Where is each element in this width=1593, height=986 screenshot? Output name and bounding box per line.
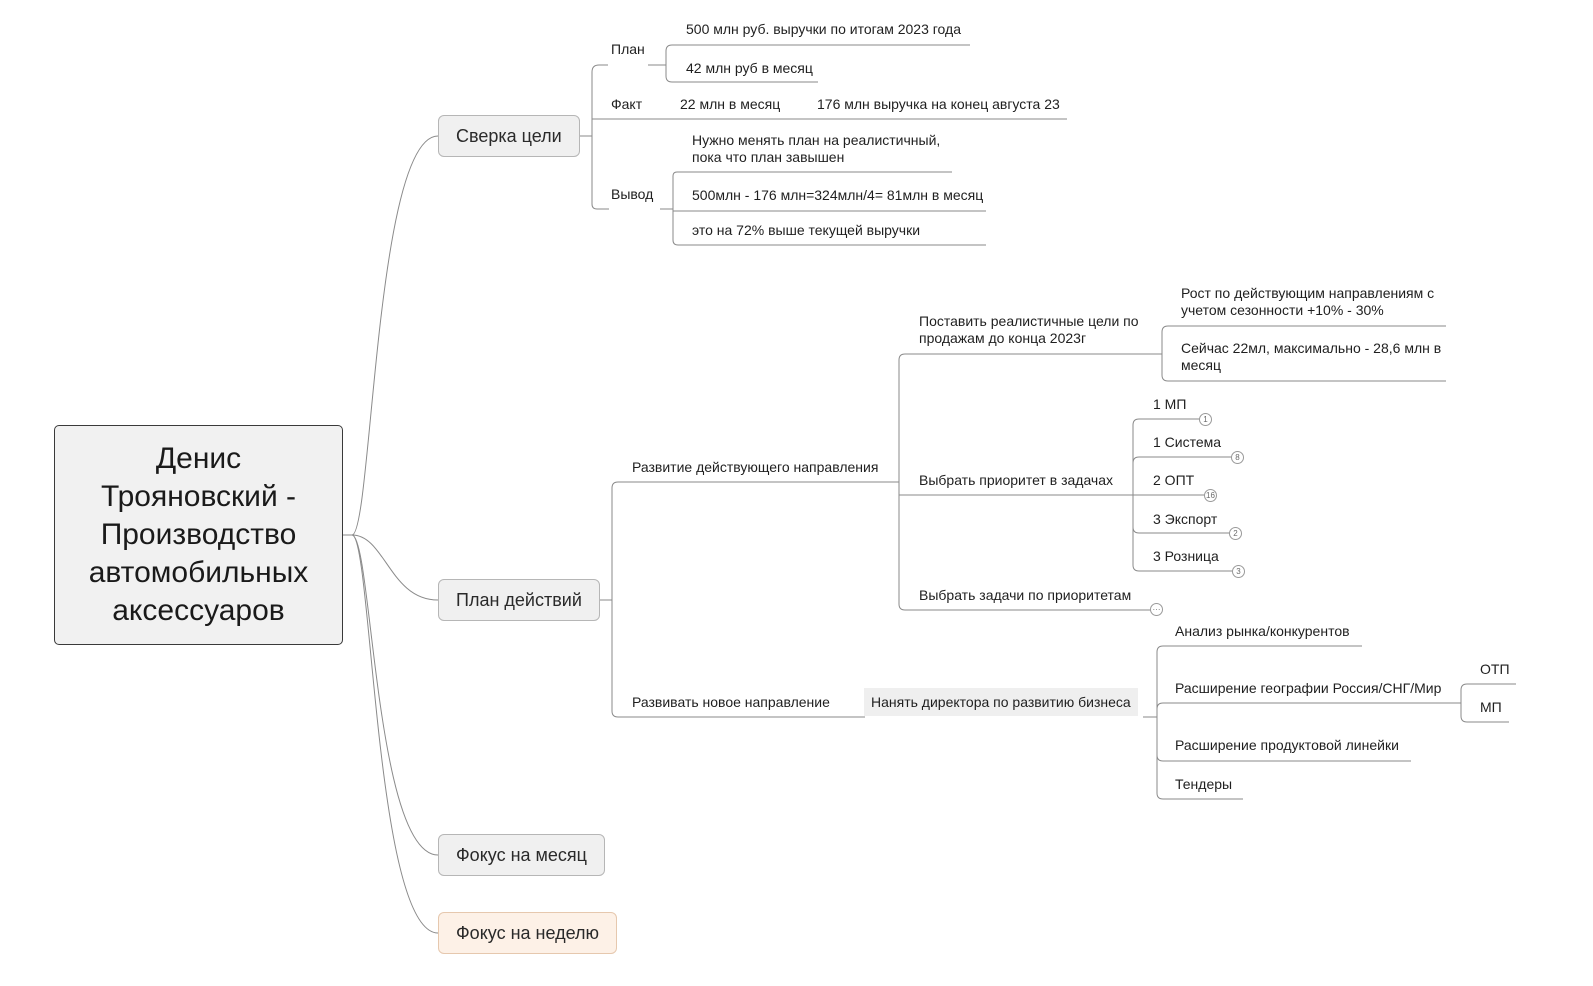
new-item-product-line[interactable]: Расширение продуктовой линейки bbox=[1175, 737, 1399, 753]
goal-item-now[interactable]: Сейчас 22мл, максимально - 28,6 млн в ме… bbox=[1181, 340, 1442, 373]
subtopic-plan[interactable]: План bbox=[611, 41, 645, 57]
geo-item-mp[interactable]: МП bbox=[1480, 699, 1502, 715]
plan-item-monthly[interactable]: 42 млн руб в месяц bbox=[686, 60, 813, 76]
priority-item-export[interactable]: 3 Экспорт bbox=[1153, 511, 1218, 527]
topic-goal-check[interactable]: Сверка цели bbox=[438, 115, 580, 157]
collapsed-branch-icon[interactable]: ··· bbox=[1150, 603, 1163, 616]
subtopic-current-direction[interactable]: Развитие действующего направления bbox=[632, 459, 879, 475]
subtopic-conclusion[interactable]: Вывод bbox=[611, 186, 654, 202]
new-item-geography[interactable]: Расширение географии Россия/СНГ/Мир bbox=[1175, 680, 1442, 696]
subtopic-new-direction[interactable]: Развивать новое направление bbox=[632, 694, 830, 710]
conclusion-item-percent[interactable]: это на 72% выше текущей выручки bbox=[692, 222, 921, 238]
new-item-market-analysis[interactable]: Анализ рынка/конкурентов bbox=[1175, 623, 1350, 639]
subtopic-realistic-goals[interactable]: Поставить реалистичные цели по продажам … bbox=[919, 313, 1139, 346]
geo-item-otp[interactable]: ОТП bbox=[1480, 661, 1510, 677]
topic-month-focus[interactable]: Фокус на месяц bbox=[438, 834, 605, 876]
subtopic-fact[interactable]: Факт bbox=[611, 96, 643, 112]
fact-value[interactable]: 22 млн в месяц bbox=[680, 96, 781, 112]
priority-count-badge[interactable]: 3 bbox=[1232, 565, 1245, 578]
conclusion-item-calculation[interactable]: 500млн - 176 млн=324млн/4= 81млн в месяц bbox=[692, 187, 984, 203]
fact-detail[interactable]: 176 млн выручка на конец августа 23 bbox=[817, 96, 1060, 112]
plan-item-annual[interactable]: 500 млн руб. выручки по итогам 2023 года bbox=[686, 21, 961, 37]
subtopic-priority[interactable]: Выбрать приоритет в задачах bbox=[919, 472, 1113, 488]
root-topic[interactable]: Денис Трояновский - Производство автомоб… bbox=[54, 425, 343, 645]
goal-item-growth[interactable]: Рост по действующим направлениям с учето… bbox=[1181, 285, 1435, 318]
priority-count-badge[interactable]: 2 bbox=[1229, 527, 1242, 540]
priority-count-badge[interactable]: 1 bbox=[1199, 413, 1212, 426]
conclusion-item-change-plan[interactable]: Нужно менять план на реалистичный, пока … bbox=[692, 132, 941, 165]
subtopic-hire-director[interactable]: Нанять директора по развитию бизнеса bbox=[864, 688, 1138, 716]
priority-count-badge[interactable]: 16 bbox=[1204, 489, 1217, 502]
subtopic-choose-tasks[interactable]: Выбрать задачи по приоритетам bbox=[919, 587, 1132, 603]
topic-week-focus[interactable]: Фокус на неделю bbox=[438, 912, 617, 954]
priority-item-system[interactable]: 1 Система bbox=[1153, 434, 1222, 450]
new-item-tenders[interactable]: Тендеры bbox=[1175, 776, 1233, 792]
priority-count-badge[interactable]: 8 bbox=[1231, 451, 1244, 464]
priority-item-retail[interactable]: 3 Розница bbox=[1153, 548, 1219, 564]
priority-item-mp[interactable]: 1 МП bbox=[1153, 396, 1187, 412]
priority-item-opt[interactable]: 2 ОПТ bbox=[1153, 472, 1195, 488]
topic-action-plan[interactable]: План действий bbox=[438, 579, 600, 621]
